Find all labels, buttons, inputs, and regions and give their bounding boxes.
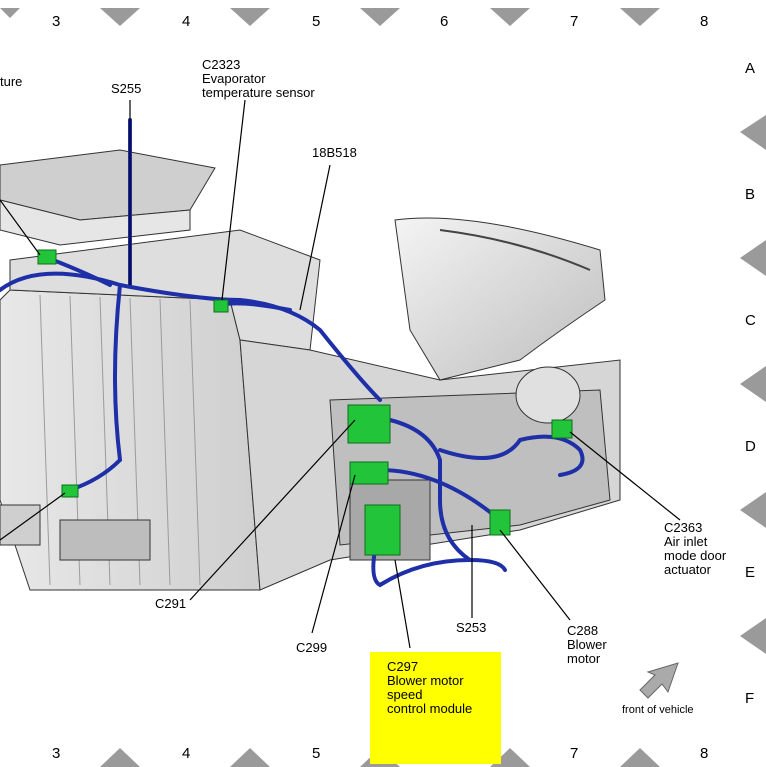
c2323-line3: temperature sensor	[202, 85, 315, 100]
connector-c291	[347, 404, 391, 444]
label-c288: C288 Blower motor	[567, 624, 607, 666]
label-s253: S253	[456, 620, 487, 635]
c288-line2: Blower	[567, 637, 607, 652]
row-a: A	[745, 60, 756, 77]
leader-lines	[0, 99, 681, 649]
front-arrow-icon	[639, 662, 679, 699]
c2363-line2: Air inlet	[664, 534, 708, 549]
border-markers	[0, 8, 766, 767]
label-partial-ture: ture	[0, 74, 23, 89]
col-bottom-7: 7	[570, 745, 579, 762]
col-top-8: 8	[700, 13, 709, 30]
col-top-6: 6	[440, 13, 449, 30]
c2363-line4: actuator	[664, 562, 711, 577]
label-front-of-vehicle: front of vehicle	[622, 704, 694, 716]
col-bottom-5: 5	[312, 745, 321, 762]
col-top-4: 4	[182, 13, 191, 30]
row-f: F	[745, 690, 755, 707]
hvac-housing	[0, 149, 621, 591]
c297-line3: speed	[387, 687, 423, 702]
connector-c2363	[551, 419, 573, 439]
highlight-c297	[370, 652, 501, 764]
connector-left-bottom	[61, 484, 79, 498]
label-c2363: C2363 Air inlet mode door actuator	[664, 521, 726, 577]
c2323-code: C2323	[202, 57, 241, 72]
label-c297: C297 Blower motor speed control module	[387, 660, 472, 716]
label-s255: S255	[111, 81, 142, 96]
connectors	[37, 249, 573, 556]
connector-c288	[489, 509, 511, 536]
row-b: B	[745, 186, 756, 203]
label-c291: C291	[155, 596, 187, 611]
label-c2323: C2323 Evaporator temperature sensor	[202, 58, 315, 100]
col-bottom-4: 4	[182, 745, 191, 762]
label-18b518: 18B518	[312, 145, 357, 160]
col-top-3: 3	[52, 13, 61, 30]
c288-line3: motor	[567, 651, 601, 666]
row-c: C	[745, 312, 756, 329]
col-bottom-8: 8	[700, 745, 709, 762]
label-c299: C299	[296, 640, 328, 655]
c297-line2: Blower motor	[387, 673, 464, 688]
c2363-line3: mode door	[664, 548, 727, 563]
row-e: E	[745, 564, 756, 581]
c2323-line2: Evaporator	[202, 71, 266, 86]
col-top-5: 5	[312, 13, 321, 30]
col-top-7: 7	[570, 13, 579, 30]
c2363-code: C2363	[664, 520, 703, 535]
c297-line4: control module	[387, 701, 473, 716]
c297-code: C297	[387, 659, 419, 674]
connector-c2323	[213, 299, 229, 313]
connector-c299	[349, 461, 389, 485]
row-d: D	[745, 438, 756, 455]
connector-c297	[364, 504, 401, 556]
c288-code: C288	[567, 623, 599, 638]
col-bottom-3: 3	[52, 745, 61, 762]
connector-left-top	[37, 249, 57, 265]
